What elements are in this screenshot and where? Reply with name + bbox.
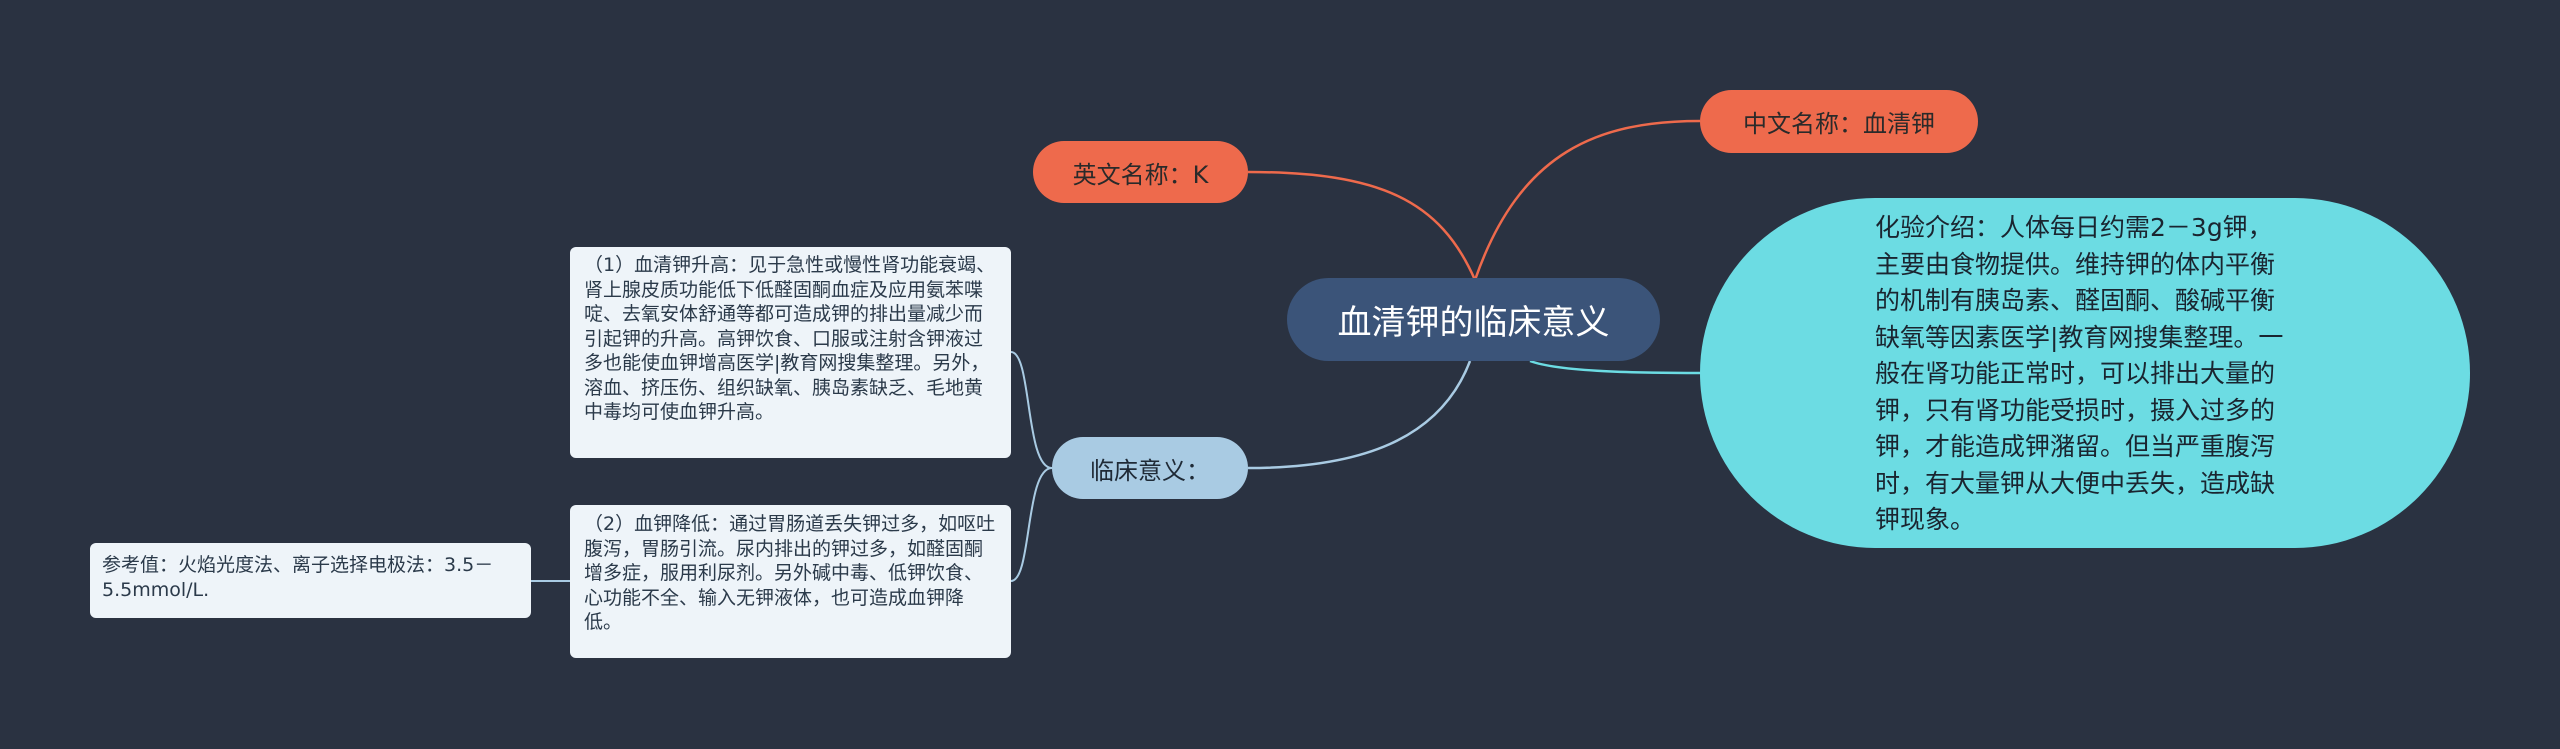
potassium-low-text: （2）血钾降低：通过胃肠道丢失钾过多，如呕吐腹泻，胃肠引流。尿内排出的钾过多，如… [584,513,996,633]
link-center-to-english-name [1247,170,1477,281]
english-name-node[interactable]: 英文名称：K [1033,141,1248,203]
reference-value-node[interactable]: 参考值：火焰光度法、离子选择电极法：3.5－5.5mmol/L. [90,543,531,618]
lab-intro-node[interactable]: 化验介绍：人体每日约需2－3g钾，主要由食物提供。维持钾的体内平衡的机制有胰岛素… [1700,198,2470,548]
chinese-name-node[interactable]: 中文名称：血清钾 [1700,90,1978,153]
clinical-significance-node[interactable]: 临床意义： [1052,437,1248,499]
english-name-text: 英文名称：K [1072,160,1209,189]
link-clinical-to-low [1010,467,1053,582]
clinical-significance-label: 临床意义： [1090,456,1210,485]
link-center-to-clinical [1247,360,1472,470]
lab-intro-text: 化验介绍：人体每日约需2－3g钾，主要由食物提供。维持钾的体内平衡的机制有胰岛素… [1875,213,2284,534]
potassium-low-node[interactable]: （2）血钾降低：通过胃肠道丢失钾过多，如呕吐腹泻，胃肠引流。尿内排出的钾过多，如… [570,505,1011,658]
central-topic[interactable]: 血清钾的临床意义 [1287,278,1660,361]
link-center-to-chinese-name [1473,119,1701,281]
reference-value-text: 参考值：火焰光度法、离子选择电极法：3.5－5.5mmol/L. [102,554,494,601]
potassium-high-node[interactable]: （1）血清钾升高：见于急性或慢性肾功能衰竭、肾上腺皮质功能低下低醛固酮血症及应用… [570,247,1011,458]
link-center-to-lab-intro [1529,359,1701,375]
chinese-name-text: 中文名称：血清钾 [1743,110,1935,138]
link-clinical-to-high [1010,351,1053,469]
potassium-high-text: （1）血清钾升高：见于急性或慢性肾功能衰竭、肾上腺皮质功能低下低醛固酮血症及应用… [584,254,996,423]
central-topic-text: 血清钾的临床意义 [1337,303,1610,343]
